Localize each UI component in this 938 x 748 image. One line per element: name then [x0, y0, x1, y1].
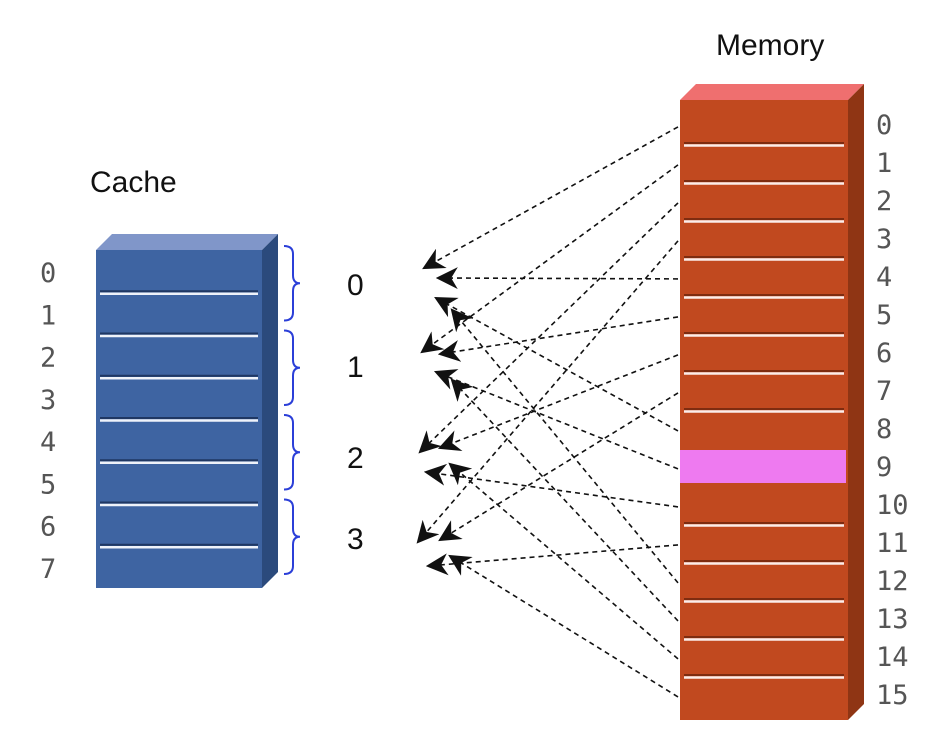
cache-title: Cache — [90, 166, 177, 199]
cache-line-label: 2 — [40, 343, 56, 374]
mapping-arrow — [422, 126, 679, 270]
cache-side-face — [262, 234, 278, 588]
mapping-arrow — [450, 308, 679, 584]
memory-block-label: 12 — [876, 566, 909, 597]
mapping-arrow — [435, 267, 679, 290]
mapping-arrow — [433, 369, 679, 470]
cache-line-label: 0 — [40, 258, 56, 289]
cache-line-labels: 0 1 2 3 4 5 6 7 — [40, 258, 56, 585]
memory-block-label: 10 — [876, 490, 909, 521]
memory-block-label: 14 — [876, 642, 909, 673]
set-brackets — [283, 245, 301, 575]
mapping-arrow — [437, 316, 679, 362]
memory-highlighted-block — [680, 450, 846, 483]
cache-line-label: 1 — [40, 300, 56, 331]
memory-side-face — [848, 84, 864, 720]
memory-block-label: 4 — [876, 262, 892, 293]
cache-block — [96, 234, 278, 588]
memory-title: Memory — [716, 29, 824, 62]
cache-line-label: 5 — [40, 469, 56, 500]
set-label: 3 — [347, 523, 364, 556]
mapping-arrow — [434, 296, 679, 432]
memory-block-label: 5 — [876, 300, 892, 331]
set-bracket — [283, 329, 301, 406]
memory-block — [680, 84, 864, 720]
mapping-arrow — [425, 544, 679, 576]
memory-block-label: 6 — [876, 338, 892, 369]
memory-top-face — [680, 84, 864, 100]
mapping-arrow — [437, 354, 679, 452]
mapping-arrow — [438, 392, 679, 542]
mapping-arrow — [418, 202, 679, 454]
memory-block-label: 3 — [876, 224, 892, 255]
set-bracket — [283, 245, 301, 322]
memory-block-label: 15 — [876, 680, 909, 711]
cache-line-label: 4 — [40, 427, 56, 458]
memory-block-label: 13 — [876, 604, 909, 635]
mapping-arrow — [416, 240, 679, 544]
memory-block-label: 8 — [876, 414, 892, 445]
memory-block-label: 0 — [876, 110, 892, 141]
memory-block-label: 1 — [876, 148, 892, 179]
set-label: 2 — [347, 442, 364, 475]
memory-block-label: 11 — [876, 528, 909, 559]
cache-line-label: 6 — [40, 512, 56, 543]
memory-block-label: 9 — [876, 452, 892, 483]
mapping-arrows — [416, 126, 679, 698]
mapping-arrow — [448, 554, 679, 698]
cache-line-label: 3 — [40, 385, 56, 416]
set-bracket — [283, 414, 301, 491]
memory-block-label: 2 — [876, 186, 892, 217]
mapping-arrow — [448, 462, 679, 660]
memory-block-label: 7 — [876, 376, 892, 407]
mapping-arrow — [420, 164, 679, 354]
cache-top-face — [96, 234, 278, 250]
mapping-arrow — [423, 463, 679, 508]
set-labels: 0 1 2 3 — [347, 269, 364, 556]
set-bracket — [283, 498, 301, 575]
mapping-arrow — [450, 378, 679, 622]
set-label: 1 — [347, 351, 364, 384]
cache-line-label: 7 — [40, 554, 56, 585]
set-label: 0 — [347, 269, 364, 302]
